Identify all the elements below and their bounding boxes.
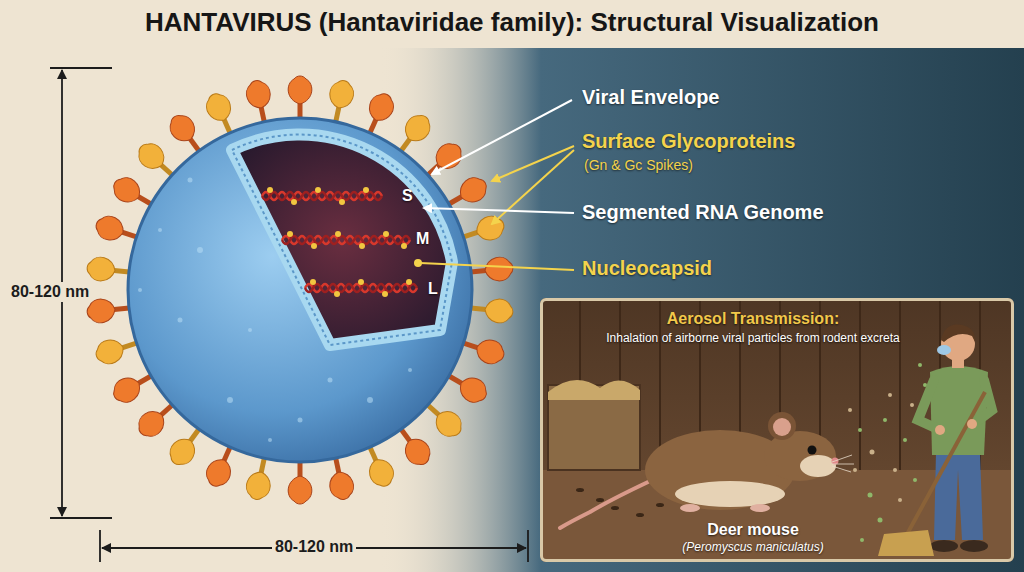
part-label: Surface Glycoproteins — [582, 130, 795, 153]
transmission-scene — [540, 298, 1014, 562]
surface-spikes — [86, 76, 514, 504]
inset-panel: Aerosol Transmission: Inhalation of airbo… — [540, 298, 1014, 562]
viral-envelope — [128, 118, 472, 462]
segment-letter: S — [402, 187, 413, 205]
dimension-lines — [50, 68, 528, 562]
nucleocapsid-proteins — [267, 187, 412, 297]
dimension-label: 80-120 nm — [272, 537, 356, 557]
species-name: (Peromyscus maniculatus) — [633, 541, 873, 555]
panel-heading: Aerosol Transmission: — [593, 310, 913, 328]
diagram-title: HANTAVIRUS (Hantaviridae family): Struct… — [0, 8, 1024, 38]
cutaway-interior — [232, 135, 452, 345]
leader-lines — [414, 100, 574, 270]
segment-letter: L — [428, 280, 438, 298]
part-label: Viral Envelope — [582, 86, 719, 109]
rna-strands — [262, 192, 417, 292]
animal-name: Deer mouse — [653, 521, 853, 539]
dimension-label: 80-120 nm — [8, 282, 92, 302]
panel-note: Inhalation of airborne viral particles f… — [593, 332, 913, 346]
part-sublabel: (Gn & Gc Spikes) — [584, 157, 693, 173]
segment-letter: M — [416, 230, 429, 248]
part-label: Nucleocapsid — [582, 257, 712, 280]
background-panel — [380, 48, 1024, 572]
part-label: Segmented RNA Genome — [582, 201, 824, 224]
lipid-bilayer — [232, 135, 452, 345]
